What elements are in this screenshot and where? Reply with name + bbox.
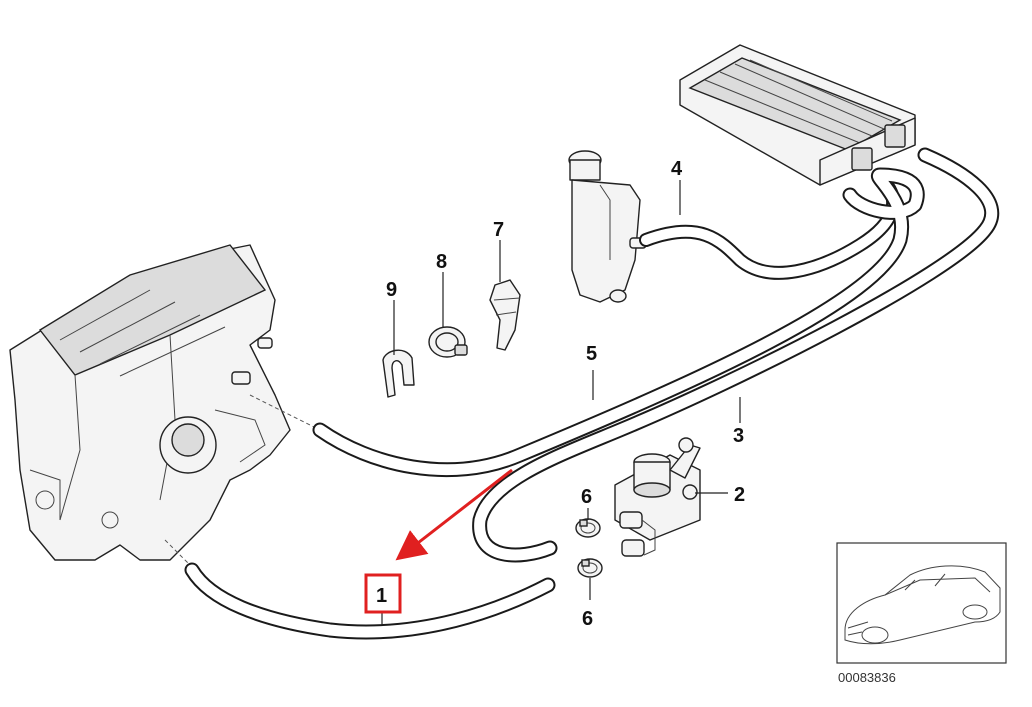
callout-4: 4	[671, 158, 683, 180]
hose-5	[312, 167, 925, 478]
hose-3	[472, 147, 1000, 563]
expansion-tank	[568, 150, 647, 303]
water-valve	[614, 437, 701, 557]
hose-clamp-6-upper	[575, 518, 601, 538]
hose-1	[184, 562, 556, 640]
diagram-part-number: 00083836	[838, 670, 896, 685]
callout-9: 9	[386, 279, 397, 301]
callout-7: 7	[493, 219, 504, 241]
callout-8: 8	[436, 251, 447, 273]
vehicle-thumbnail	[836, 542, 1007, 664]
callout-1: 1	[376, 585, 387, 607]
hose-bracket-9	[382, 349, 415, 398]
hose-holder-7	[489, 279, 521, 351]
callout-3: 3	[733, 425, 744, 447]
dashed-guide-engine-to-hose5	[249, 394, 321, 431]
callout-5: 5	[586, 343, 597, 365]
hose-clamp-6-lower	[577, 558, 603, 578]
callout-2: 2	[734, 484, 745, 506]
callout-6-upper: 6	[581, 486, 592, 508]
heater-core	[679, 44, 916, 186]
callout-6-lower: 6	[582, 608, 593, 630]
engine-block	[9, 244, 291, 561]
red-arrow	[395, 468, 513, 561]
highlight-box-1	[364, 573, 402, 614]
hose-clamp-8	[428, 326, 468, 358]
